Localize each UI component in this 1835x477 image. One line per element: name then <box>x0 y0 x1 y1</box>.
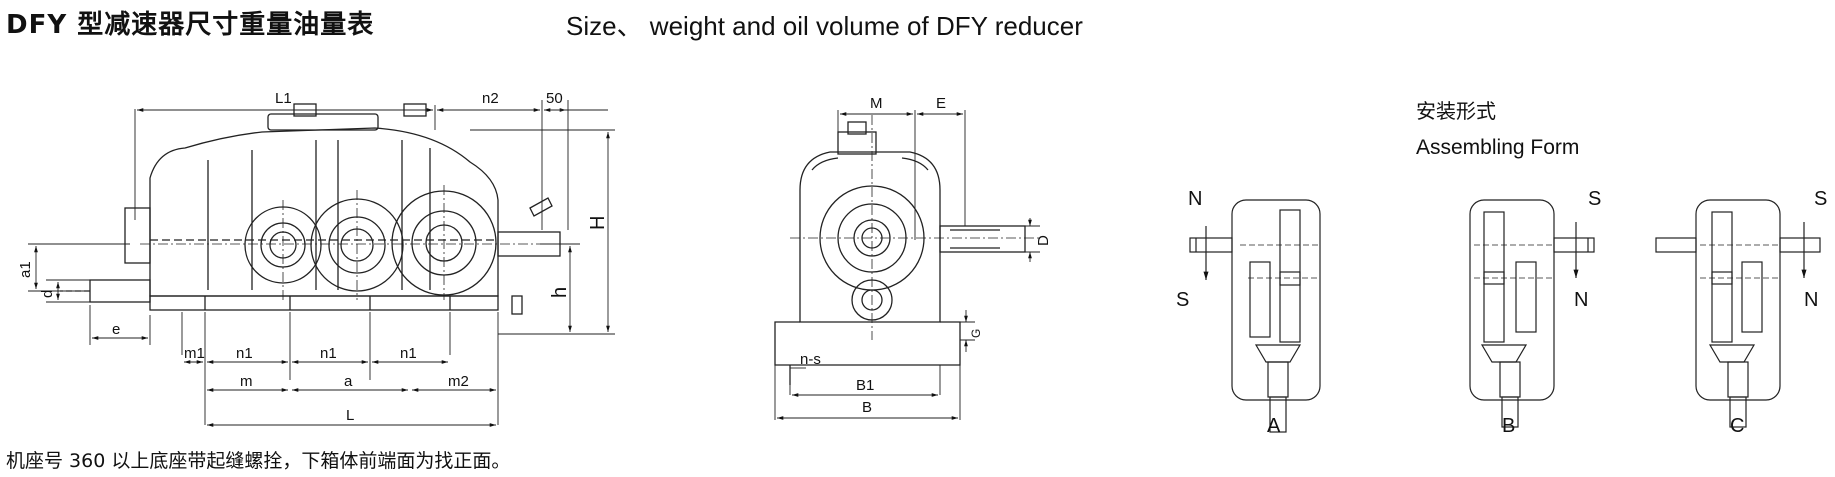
form-b-bottom-label: N <box>1574 289 1588 311</box>
assembling-title-en: Assembling Form <box>1416 136 1579 159</box>
label-m1: m1 <box>184 345 205 362</box>
label-E: E <box>936 95 946 112</box>
form-c-bottom-label: N <box>1804 289 1818 311</box>
assembling-form-c <box>1655 199 1821 428</box>
form-a-name: A <box>1267 415 1281 437</box>
form-c-top-label: S <box>1814 188 1827 210</box>
label-L: L <box>346 407 354 424</box>
label-D: D <box>1035 235 1052 246</box>
label-m: m <box>240 373 253 390</box>
label-a1: a1 <box>17 261 34 278</box>
form-b-name: B <box>1502 415 1515 437</box>
label-B1: B1 <box>856 377 874 394</box>
side-view-drawing <box>774 115 1040 385</box>
form-a-top-label: N <box>1188 188 1202 210</box>
title-english: Size、 weight and oil volume of DFY reduc… <box>566 11 1083 41</box>
side-view-labels: M E D G n-s B1 B <box>800 95 1052 416</box>
side-view-dimensions <box>774 110 1040 420</box>
assembling-form-b <box>1469 199 1595 428</box>
label-n1-b: n1 <box>320 345 337 362</box>
front-view-labels: L1 n2 50 H h a1 d e m1 n1 n1 n1 m a m2 L <box>17 90 609 424</box>
front-view-drawing <box>60 103 570 315</box>
label-n2: n2 <box>482 90 499 107</box>
label-B: B <box>862 399 872 416</box>
footer-note: 机座号 360 以上底座带起缝螺拴，下箱体前端面为找正面。 <box>6 450 511 472</box>
front-view-dimensions <box>28 100 615 427</box>
assembling-title-cn: 安装形式 <box>1416 99 1496 123</box>
form-b-top-label: S <box>1588 188 1601 210</box>
form-c-name: C <box>1730 415 1744 437</box>
title-chinese: DFY 型减速器尺寸重量油量表 <box>6 10 375 40</box>
assembling-form-a <box>1189 199 1321 433</box>
label-n-s: n-s <box>800 351 821 368</box>
label-m2: m2 <box>448 373 469 390</box>
label-G: G <box>969 329 983 338</box>
form-a-bottom-label: S <box>1176 289 1189 311</box>
label-e: e <box>112 321 120 338</box>
label-M: M <box>870 95 883 112</box>
label-a: a <box>344 373 353 390</box>
label-n1-a: n1 <box>236 345 253 362</box>
label-50: 50 <box>546 90 563 107</box>
label-H: H <box>587 216 609 230</box>
label-n1-c: n1 <box>400 345 417 362</box>
label-d: d <box>39 290 56 298</box>
label-h: h <box>549 287 571 298</box>
label-L1: L1 <box>275 90 292 107</box>
